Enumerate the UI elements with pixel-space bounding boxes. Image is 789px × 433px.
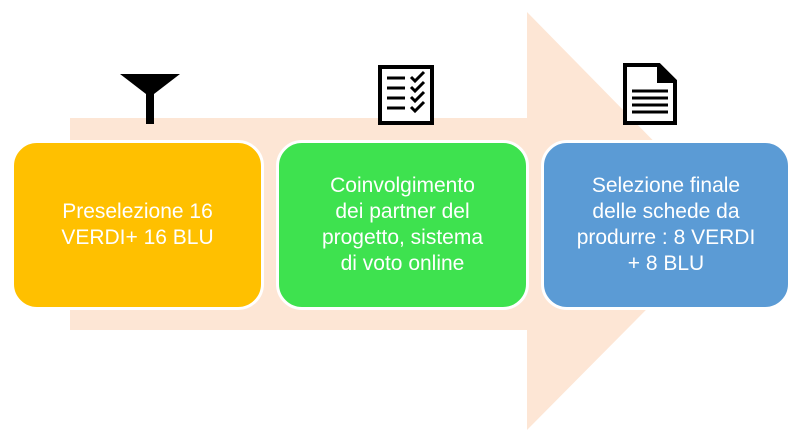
checklist-icon (378, 65, 434, 125)
step-2-text: Coinvolgimento dei partner del progetto,… (321, 173, 484, 276)
step-3-box: Selezione finale delle schede da produrr… (541, 140, 789, 310)
step-2-box: Coinvolgimento dei partner del progetto,… (276, 140, 529, 310)
filter-icon (120, 74, 180, 124)
step-3-text: Selezione finale delle schede da produrr… (576, 173, 756, 276)
step-1-box: Preselezione 16 VERDI+ 16 BLU (11, 140, 264, 310)
document-icon (623, 63, 677, 125)
step-1-text: Preselezione 16 VERDI+ 16 BLU (61, 199, 214, 249)
